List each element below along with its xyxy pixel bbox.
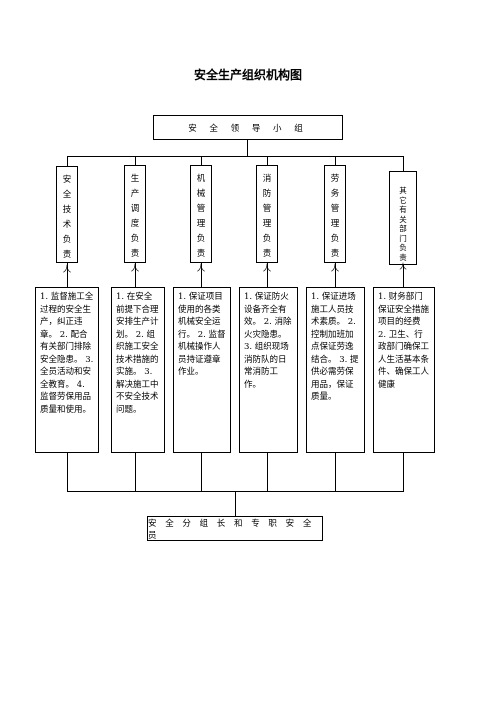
- role-label: 机械管理负责人: [196, 174, 206, 274]
- connector-role-1: [67, 156, 68, 166]
- page-title: 安全生产组织机构图: [193, 68, 302, 82]
- connector-duty-1: [67, 263, 68, 287]
- connector-duty-2: [135, 263, 136, 287]
- leadership-group-label: 安 全 领 导 小 组: [188, 123, 308, 134]
- connector-bottom-4: [267, 453, 268, 491]
- connector-duty-4: [267, 263, 268, 287]
- connector-bottom-2: [135, 453, 136, 491]
- role-box-safety-tech: 安全技术负责人: [56, 166, 78, 275]
- connector-duty-3: [201, 263, 202, 287]
- role-label: 劳务管理负责人: [330, 174, 340, 274]
- duty-box-fire: 1. 保证防火设备齐全有效。 2. 消除火灾隐患。 3. 组织现场消防队的日常消…: [239, 287, 298, 453]
- duty-box-labor: 1. 保证进场施工人员技术素质。 2. 控制加班加点保证劳逸结合。 3. 提供必…: [306, 287, 365, 453]
- connector-role-4: [267, 156, 268, 165]
- connector-role-5: [335, 156, 336, 165]
- connector-bottom-1: [67, 453, 68, 491]
- role-label: 安全技术负责人: [62, 175, 72, 275]
- connector-leader-down: [247, 140, 248, 156]
- role-box-machinery: 机械管理负责人: [190, 165, 212, 274]
- connector-role-6: [403, 156, 404, 171]
- connector-top-horizontal: [67, 156, 403, 157]
- safety-officers-label: 安 全 分 组 长 和 专 职 安 全 员: [148, 518, 315, 541]
- leadership-group-box: 安 全 领 导 小 组: [153, 115, 343, 140]
- connector-to-bottom-box: [235, 491, 236, 516]
- role-box-production: 生产调度负责人: [124, 165, 146, 274]
- connector-duty-6: [403, 265, 404, 287]
- role-label: 其它有关部门负责人: [399, 186, 407, 271]
- connector-bottom-6: [403, 453, 404, 491]
- safety-officers-box: 安 全 分 组 长 和 专 职 安 全 员: [147, 516, 323, 541]
- connector-role-3: [201, 156, 202, 165]
- role-label: 消防管理负责人: [262, 174, 272, 274]
- duty-box-other-depts: 1. 财务部门保证安全措施项目的经费 2. 卫生、行政部门确保工人生活基本条件、…: [373, 287, 435, 453]
- role-label: 生产调度负责人: [130, 174, 140, 274]
- duty-box-machinery: 1. 保证项目使用的各类机械安全运行。 2. 监督机械操作人员持证遵章作业。: [173, 287, 231, 453]
- duty-box-safety-tech: 1. 监督施工全过程的安全生产，纠正违章。 2. 配合有关部门排除安全隐患。 3…: [35, 287, 99, 453]
- role-box-labor: 劳务管理负责人: [324, 165, 346, 274]
- connector-bottom-5: [335, 453, 336, 491]
- duty-box-production: 1. 在安全前提下合理安排生产计划。 2. 组织施工安全技术措施的实施。 3. …: [111, 287, 165, 453]
- connector-role-2: [135, 156, 136, 165]
- role-box-other-depts: 其它有关部门负责人: [389, 171, 417, 271]
- connector-duty-5: [335, 263, 336, 287]
- connector-bottom-3: [201, 453, 202, 491]
- role-box-fire: 消防管理负责人: [256, 165, 278, 274]
